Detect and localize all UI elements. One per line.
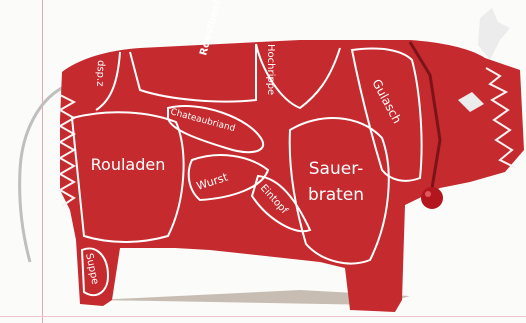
label-rumpsteak-partial: dsp.z (94, 60, 106, 87)
nose-bead (421, 187, 443, 209)
nose-bead-highlight (425, 191, 431, 197)
label-sauerbraten-line2: braten (308, 185, 364, 205)
tail-string (20, 88, 62, 262)
label-hochrippe-partial: Hochrippe (265, 44, 276, 95)
horn (478, 8, 510, 60)
label-rouladen: Rouladen (91, 155, 166, 174)
label-sauerbraten-line1: Sauer- (309, 159, 363, 179)
